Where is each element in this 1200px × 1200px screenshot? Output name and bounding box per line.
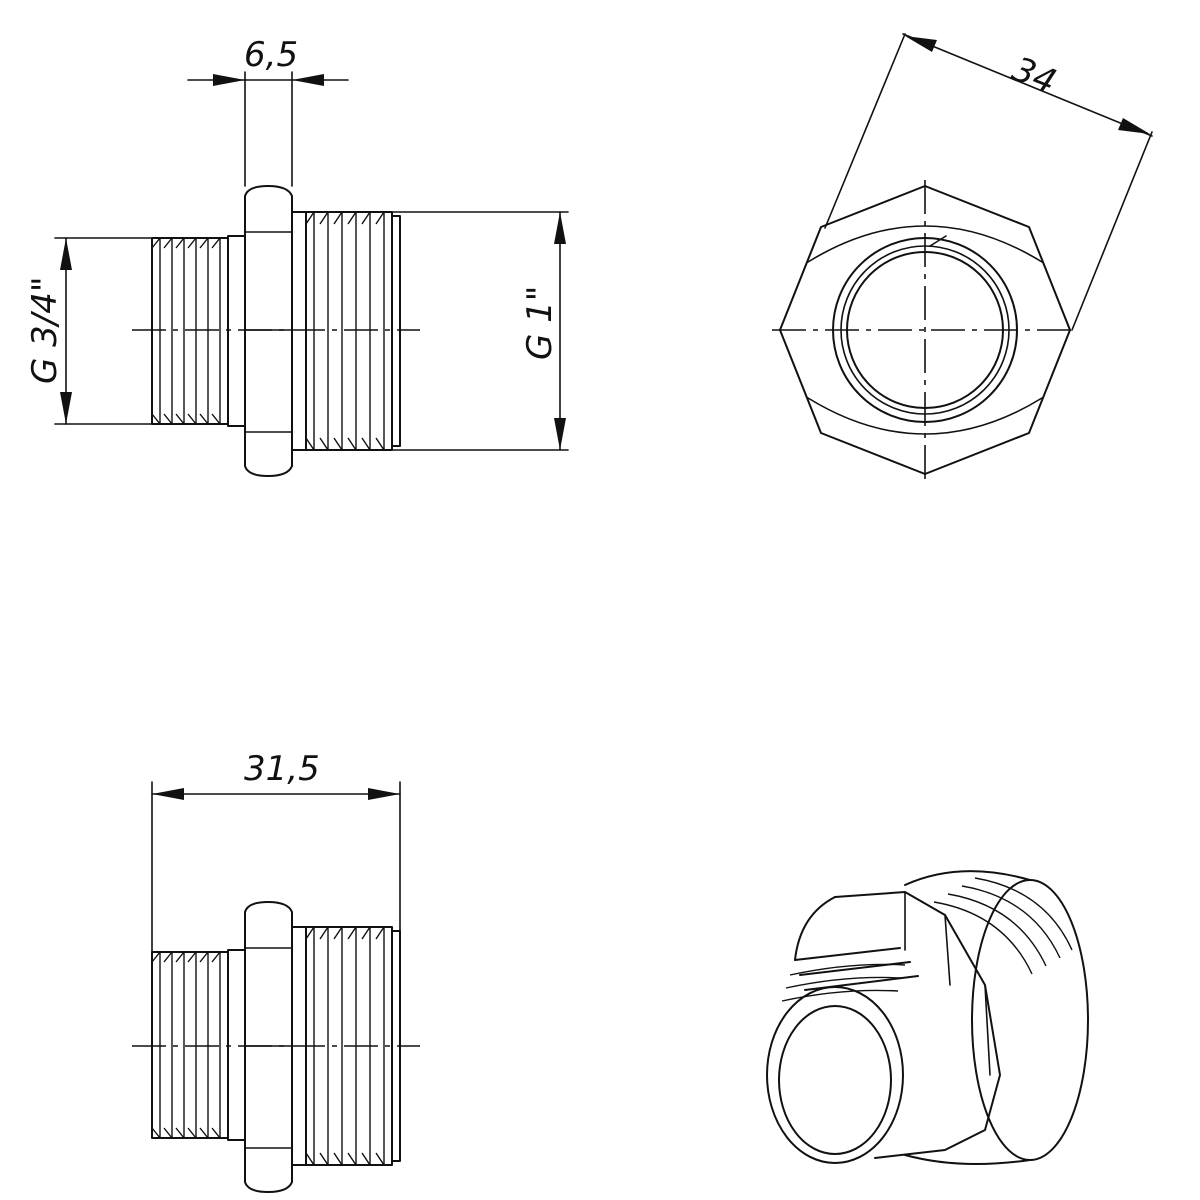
dim-large-thread-label: G 1" bbox=[520, 286, 560, 360]
dim-large-thread: G 1" bbox=[391, 211, 569, 451]
dim-small-thread-label: G 3/4" bbox=[25, 276, 65, 384]
iso-opening bbox=[766, 986, 904, 1164]
small-thread-body-2 bbox=[151, 949, 246, 1141]
iso-large-thread bbox=[904, 870, 1089, 1165]
large-thread-ridges bbox=[305, 211, 385, 451]
dim-small-thread: G 3/4" bbox=[25, 237, 153, 425]
dim-total-length-label: 31,5 bbox=[244, 749, 320, 789]
iso-hex bbox=[794, 891, 1001, 1159]
large-thread-body bbox=[291, 211, 401, 451]
small-thread-ridges bbox=[151, 237, 221, 425]
side-view-length: 31,5 bbox=[132, 749, 420, 1193]
dim-across-flats-label: 34 bbox=[1007, 49, 1062, 102]
end-view: 34 bbox=[772, 33, 1153, 484]
dim-total-length: 31,5 bbox=[151, 749, 401, 953]
hex-nut-side bbox=[244, 185, 293, 477]
iso-small-thread bbox=[781, 947, 919, 1002]
side-view-dimensioned: 6,5 G 3/4" G 1" bbox=[25, 35, 569, 477]
dim-hex-width: 6,5 bbox=[187, 35, 349, 187]
hex-nut-side-2 bbox=[244, 901, 293, 1193]
small-thread-body bbox=[151, 235, 246, 427]
dim-hex-width-label: 6,5 bbox=[244, 35, 298, 75]
isometric-view bbox=[766, 870, 1089, 1165]
